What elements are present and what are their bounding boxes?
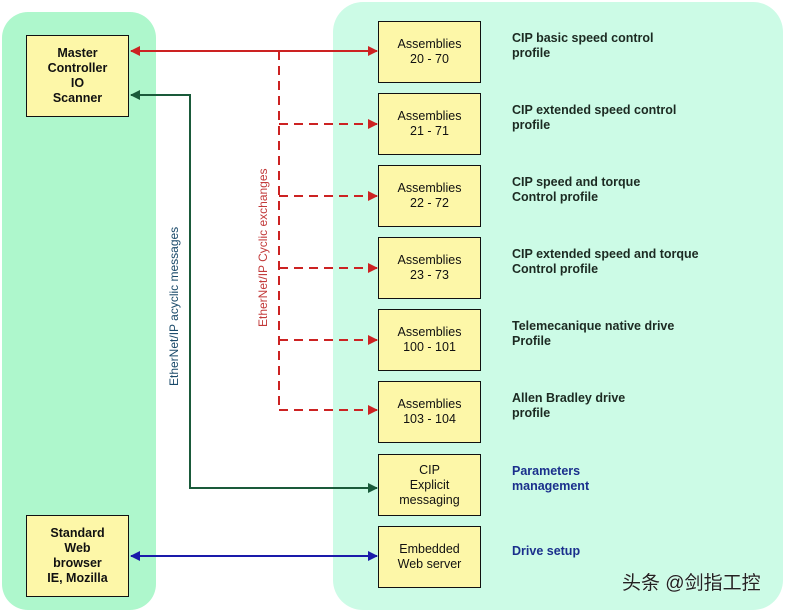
master-line: Master (57, 46, 98, 60)
box-line: Assemblies (397, 181, 462, 195)
box-line: 22 - 72 (410, 196, 449, 210)
description-line: CIP basic speed control (512, 31, 654, 45)
box-line: Assemblies (397, 325, 462, 339)
description-line: CIP extended speed control (512, 103, 677, 117)
description-line: Profile (512, 334, 551, 348)
browser-line: browser (53, 556, 102, 570)
box-line: Web server (397, 557, 462, 571)
box-line: 20 - 70 (410, 52, 449, 66)
box-line: 23 - 73 (410, 268, 449, 282)
box-line: 21 - 71 (410, 124, 449, 138)
box-line: messaging (399, 492, 460, 507)
description-line: Allen Bradley drive (512, 391, 626, 405)
master-controller-box: Master Controller IO Scanner (26, 35, 129, 117)
description-line: profile (512, 406, 551, 420)
box-line: 100 - 101 (403, 340, 456, 354)
box-line: Assemblies (397, 253, 462, 267)
description-line: Control profile (512, 262, 599, 276)
browser-line: Web (64, 541, 91, 555)
description-line: CIP extended speed and torque (512, 247, 699, 261)
description-line: Telemecanique native drive (512, 319, 675, 333)
description-line: profile (512, 118, 551, 132)
box-line: CIP (419, 462, 440, 477)
master-line: Controller (47, 61, 108, 75)
box-line: Assemblies (397, 397, 462, 411)
cyclic-branches (279, 119, 378, 415)
acyclic-label: EtherNet/IP acyclic messages (167, 226, 181, 386)
box-line: Assemblies (397, 37, 462, 51)
browser-line: Standard (50, 526, 105, 540)
description-line: profile (512, 46, 551, 60)
watermark: 头条 @剑指工控 (622, 573, 761, 594)
description-line: Parameters (512, 464, 581, 478)
description-line: CIP speed and torque (512, 175, 641, 189)
box-line: Assemblies (397, 109, 462, 123)
description-line: management (512, 479, 590, 493)
web-browser-box: Standard Web browser IE, Mozilla (26, 515, 129, 597)
cyclic-label: EtherNet/IP Cyclic exchanges (256, 168, 270, 327)
description-line: Drive setup (512, 544, 581, 558)
master-line: Scanner (52, 91, 103, 105)
description-line: Control profile (512, 190, 599, 204)
box-line: Embedded (399, 542, 460, 556)
browser-line: IE, Mozilla (47, 571, 108, 585)
master-line: IO (70, 76, 85, 90)
profile-description: Drive setup (512, 544, 580, 559)
box-line: 103 - 104 (403, 412, 456, 426)
box-line: Explicit (409, 477, 450, 492)
acyclic-link (130, 90, 378, 493)
